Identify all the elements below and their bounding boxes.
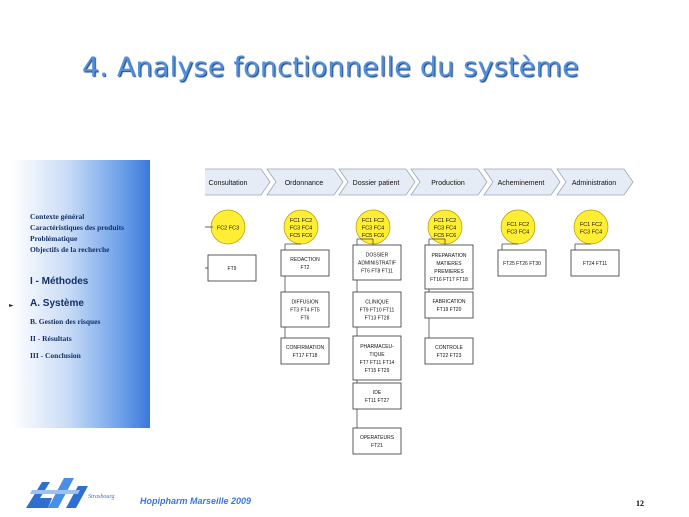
function-box (352, 244, 402, 281)
fc-label: FC1 FC2 (580, 222, 602, 228)
logo: Strasbourg (26, 478, 114, 508)
phase-label: Ordonnance (285, 180, 324, 187)
function-label: CONTROLE (435, 345, 463, 351)
function-label: FT22 FT23 (437, 353, 462, 359)
nav-resultats[interactable]: II - Résultats (30, 334, 72, 343)
phase-arrow (410, 168, 488, 196)
fc-label: FC3 FC4 (507, 229, 529, 235)
nav-systeme[interactable]: A. Système (30, 298, 84, 309)
function-label: FT11 FT27 (365, 398, 390, 404)
function-box (352, 382, 402, 410)
function-label: FT9 (228, 266, 237, 272)
fc-label: FC2 FC3 (217, 226, 239, 232)
function-box (424, 291, 474, 319)
phase-label: Administration (572, 180, 616, 187)
function-label: FT13 FT28 (365, 316, 390, 322)
fc-label: FC5 FC6 (290, 233, 312, 239)
function-box (352, 291, 402, 328)
nav-gestion-risques[interactable]: B. Gestion des risques (30, 317, 101, 326)
fc-label: FC1 FC2 (290, 218, 312, 224)
function-box (424, 337, 474, 365)
slide-title: 4. Analyse fonctionnelle du système (82, 52, 579, 83)
function-label: FT17 FT18 (293, 353, 318, 359)
nav-methodes[interactable]: I - Méthodes (30, 276, 89, 287)
fc-label: FC3 FC4 (580, 229, 602, 235)
function-label: PREPARATION (431, 253, 466, 259)
fc-label: FC1 FC2 (507, 222, 529, 228)
fc-label: FC5 FC6 (362, 233, 384, 239)
phase-label: Dossier patient (353, 180, 400, 187)
function-label: MATIERES (436, 261, 462, 267)
function-label: PREMIERES (434, 269, 464, 275)
function-label: FT3 FT4 FT5 (290, 308, 320, 314)
logo-mark-icon (26, 478, 88, 508)
fc-label: FC5 FC6 (434, 233, 456, 239)
fc-label: FC3 FC4 (434, 226, 456, 232)
fc-label: FC3 FC4 (290, 226, 312, 232)
function-label: FT24 FT11 (583, 261, 608, 267)
function-label: REDACTION (290, 257, 320, 263)
function-label: FT9 FT10 FT11 (360, 308, 395, 314)
function-box (352, 427, 402, 455)
function-label: FT6 FT8 FT11 (361, 269, 393, 275)
logo-text: Strasbourg (88, 494, 114, 500)
phase-arrow (266, 168, 344, 196)
active-marker-icon: ► (9, 302, 14, 309)
nav-conclusion[interactable]: III - Conclusion (30, 351, 81, 360)
function-label: TIQUE (369, 352, 385, 358)
function-label: FT19 FT20 (437, 307, 462, 313)
fc-label: FC1 FC2 (434, 218, 456, 224)
nav-caracteristiques[interactable]: Caractéristiques des produits (30, 223, 125, 232)
phase-arrow (338, 168, 416, 196)
fc-label: FC1 FC2 (362, 218, 384, 224)
phase-label: Production (431, 180, 465, 187)
function-label: CONFIRMATION (286, 345, 325, 351)
fc-label: FC3 FC4 (362, 226, 384, 232)
phase-arrow (556, 168, 634, 196)
function-box (424, 244, 474, 290)
function-label: DOSSIER (366, 253, 389, 259)
function-label: FT16 FT17 FT18 (430, 277, 468, 283)
function-box (280, 249, 330, 277)
function-label: FT25 FT26 FT30 (503, 261, 541, 267)
page-number: 12 (636, 499, 644, 508)
phase-label: Acheminement (498, 180, 545, 187)
function-label: ADMINISTRATIF (358, 261, 396, 267)
function-label: DIFFUSION (292, 300, 319, 306)
function-label: FT21 (371, 443, 383, 449)
function-label: CLINIQUE (365, 300, 389, 306)
function-label: OPERATEURS (360, 435, 395, 441)
function-label: FT15 FT29 (365, 368, 390, 374)
function-label: FT2 (301, 265, 310, 271)
function-label: FT6 (301, 316, 310, 322)
function-label: FT7 FT11 FT14 (360, 360, 395, 366)
function-label: PHARMACEU- (360, 344, 394, 350)
phase-arrow (483, 168, 561, 196)
function-box (497, 249, 547, 277)
phase-label: Consultation (209, 180, 248, 187)
footer-text: Hopipharm Marseille 2009 (140, 496, 252, 506)
function-box (280, 337, 330, 365)
nav-problematique[interactable]: Problématique (30, 234, 78, 243)
function-label: FABRICATION (433, 299, 466, 305)
function-box (207, 254, 257, 282)
function-box (570, 249, 620, 277)
phase-arrow (205, 168, 271, 196)
connector-line (205, 226, 213, 269)
nav-contexte[interactable]: Contexte général (30, 212, 85, 221)
sidebar-panel (0, 160, 150, 428)
function-box (280, 291, 330, 328)
function-label: IDE (373, 390, 382, 396)
function-box (352, 335, 402, 381)
nav-objectifs[interactable]: Objectifs de la recherche (30, 245, 110, 254)
